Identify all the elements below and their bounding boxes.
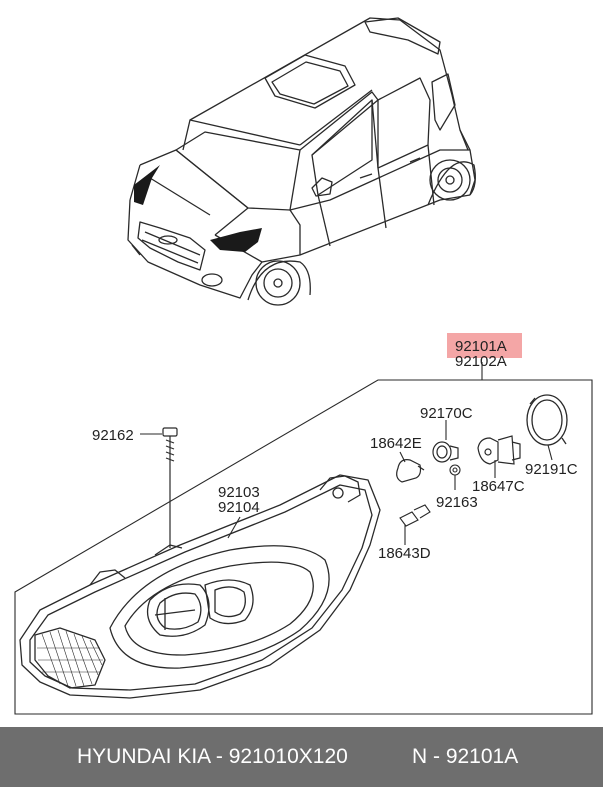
small-bulb-part bbox=[399, 504, 431, 527]
small-socket-part bbox=[449, 464, 461, 476]
label-bulb-wedge: 18642E bbox=[370, 435, 422, 452]
footer-reference: N - 92101A bbox=[412, 745, 519, 768]
part-highlight bbox=[447, 333, 522, 358]
label-lamp-housing-b: 92104 bbox=[218, 499, 260, 516]
car-headlamp-right bbox=[210, 228, 262, 252]
label-screw: 92162 bbox=[92, 427, 134, 444]
label-assembly-a: 92101A bbox=[455, 338, 507, 355]
h4-bulb-part bbox=[477, 435, 521, 465]
label-bulb-small: 18643D bbox=[378, 545, 431, 562]
headlamp-mesh bbox=[37, 629, 103, 687]
label-cover: 92170C bbox=[420, 405, 473, 422]
label-cap: 92191C bbox=[525, 461, 578, 478]
label-bulb-h4: 18647C bbox=[472, 478, 525, 495]
dust-cap-part bbox=[526, 394, 568, 446]
socket-cover-part bbox=[432, 441, 459, 463]
car-illustration bbox=[127, 17, 476, 306]
parts-frame bbox=[14, 362, 593, 715]
screw-part bbox=[162, 427, 178, 548]
footer-part-number: HYUNDAI KIA - 921010X120 bbox=[77, 745, 348, 768]
car-headlamp-left bbox=[134, 165, 160, 205]
label-lamp-housing-a: 92103 bbox=[218, 484, 260, 501]
label-assembly-b: 92102A bbox=[455, 353, 507, 370]
footer-bar: HYUNDAI KIA - 921010X120 N - 92101A bbox=[0, 727, 603, 787]
wedge-bulb-part bbox=[396, 459, 425, 483]
label-socket-small: 92163 bbox=[436, 494, 478, 511]
headlamp-assembly bbox=[19, 474, 381, 699]
